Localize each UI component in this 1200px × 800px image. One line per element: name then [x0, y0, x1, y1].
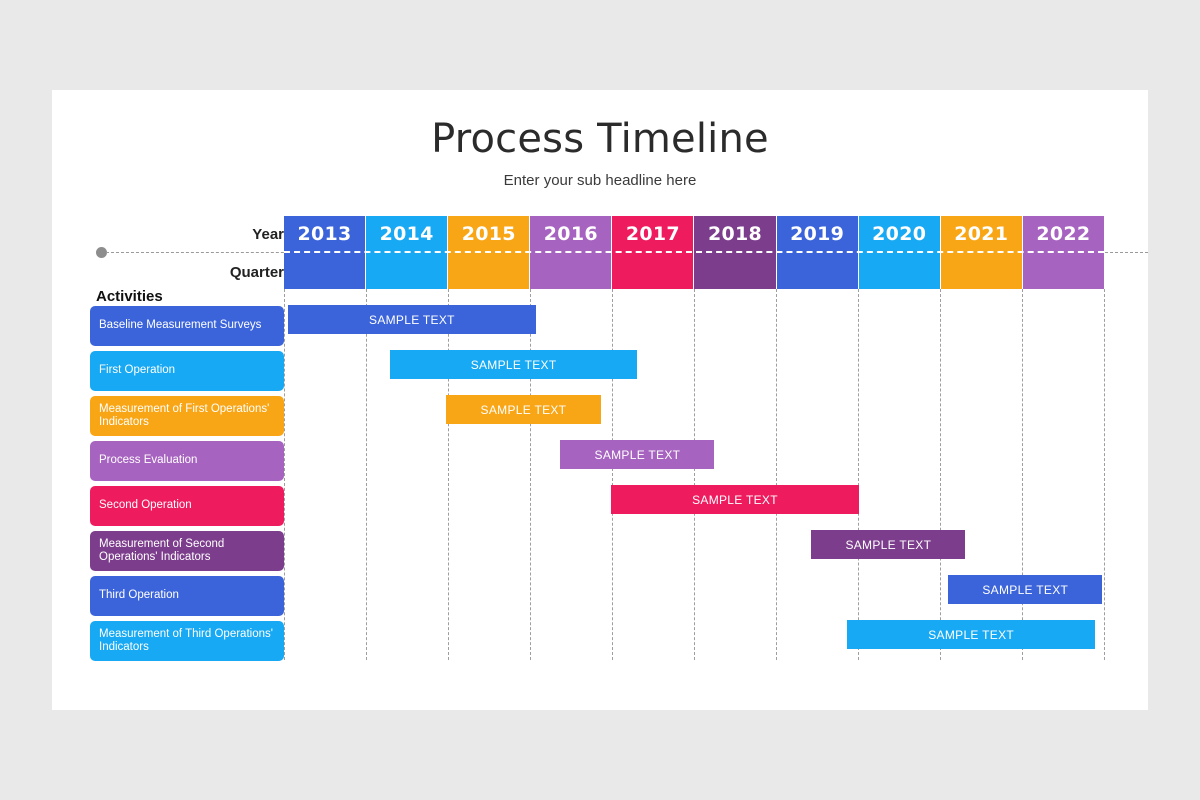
slide-card: Process Timeline Enter your sub headline…: [52, 90, 1148, 710]
grid-line: [612, 289, 613, 660]
year-label: 2014: [379, 223, 434, 245]
page-subtitle: Enter your sub headline here: [503, 172, 697, 189]
activity-chip[interactable]: Baseline Measurement Surveys: [90, 306, 284, 346]
activity-chip-label: Second Operation: [99, 499, 192, 512]
gantt-bar-label: SAMPLE TEXT: [845, 537, 932, 552]
activity-chip[interactable]: Process Evaluation: [90, 441, 284, 481]
grid-line: [1022, 289, 1023, 660]
gantt-bars-layer: SAMPLE TEXT SAMPLE TEXT SAMPLE TEXT SAMPLE …: [284, 289, 1104, 660]
gantt-bar-label: SAMPLE TEXT: [480, 402, 567, 417]
activity-chip[interactable]: Measurement of First Operations' Indicat…: [90, 396, 284, 436]
grid-line: [776, 289, 777, 660]
year-label: 2022: [1036, 223, 1091, 245]
gantt-bar-label: SAMPLE TEXT: [692, 492, 778, 507]
grid-line: [1104, 289, 1105, 660]
gantt-bar-label: SAMPLE TEXT: [928, 627, 1015, 642]
grid-line: [694, 289, 695, 660]
grid-line: [940, 289, 941, 660]
gantt-bar-label: SAMPLE TEXT: [594, 447, 681, 462]
activity-chip-label: Measurement of Third Operations' Indicat…: [99, 627, 273, 654]
gantt-bar[interactable]: SAMPLE TEXT: [847, 620, 1095, 649]
quarter-axis-label: Quarter: [229, 264, 284, 281]
grid-line: [448, 289, 449, 660]
gantt-bar[interactable]: SAMPLE TEXT: [811, 530, 966, 559]
activity-chip[interactable]: Third Operation: [90, 576, 284, 616]
year-label: 2020: [872, 223, 927, 245]
gantt-bar[interactable]: SAMPLE TEXT: [389, 350, 638, 379]
gantt-bar-label: SAMPLE TEXT: [982, 582, 1069, 597]
gantt-bar[interactable]: SAMPLE TEXT: [288, 305, 536, 334]
year-label: 2013: [297, 223, 352, 245]
gantt-bar[interactable]: SAMPLE TEXT: [560, 440, 715, 469]
year-label: 2017: [625, 223, 680, 245]
year-label: 2015: [461, 223, 516, 245]
activity-chip-label: Process Evaluation: [99, 454, 198, 467]
gantt-bar[interactable]: SAMPLE TEXT: [611, 485, 859, 514]
year-label: 2016: [543, 223, 598, 245]
activity-chip[interactable]: First Operation: [90, 351, 284, 391]
gantt-bar[interactable]: SAMPLE TEXT: [948, 575, 1103, 604]
year-axis-label-wrap: Year: [84, 226, 284, 250]
activity-chip-label: Third Operation: [99, 589, 179, 602]
page-title: Process Timeline: [431, 116, 769, 162]
activity-chip-label: Baseline Measurement Surveys: [99, 319, 262, 332]
grid-line: [366, 289, 367, 660]
gantt-bar-label: SAMPLE TEXT: [369, 312, 455, 327]
activity-chip[interactable]: Second Operation: [90, 486, 284, 526]
activity-chip[interactable]: Measurement of Second Operations' Indica…: [90, 531, 284, 571]
activity-chip[interactable]: Measurement of Third Operations' Indicat…: [90, 621, 284, 661]
year-label: 2019: [790, 223, 845, 245]
year-label: 2021: [954, 223, 1009, 245]
activity-chip-label: Measurement of Second Operations' Indica…: [99, 537, 225, 564]
year-axis-label: Year: [252, 226, 284, 243]
grid-line: [858, 289, 859, 660]
year-label: 2018: [707, 223, 763, 245]
activities-axis-label: Activities: [96, 288, 163, 305]
activity-chip-label: First Operation: [99, 364, 176, 377]
quarter-axis-label-wrap: Quarter: [84, 264, 284, 288]
activity-chip-label: Measurement of First Operations' Indicat…: [99, 402, 270, 429]
year-quarter-divider: [284, 251, 1104, 253]
timeline-grid: [284, 289, 1105, 660]
grid-line: [530, 289, 531, 660]
grid-line: [284, 289, 285, 660]
gantt-bar[interactable]: SAMPLE TEXT: [446, 395, 601, 424]
timeline-origin-dot: [96, 247, 107, 258]
gantt-bar-label: SAMPLE TEXT: [470, 357, 557, 372]
